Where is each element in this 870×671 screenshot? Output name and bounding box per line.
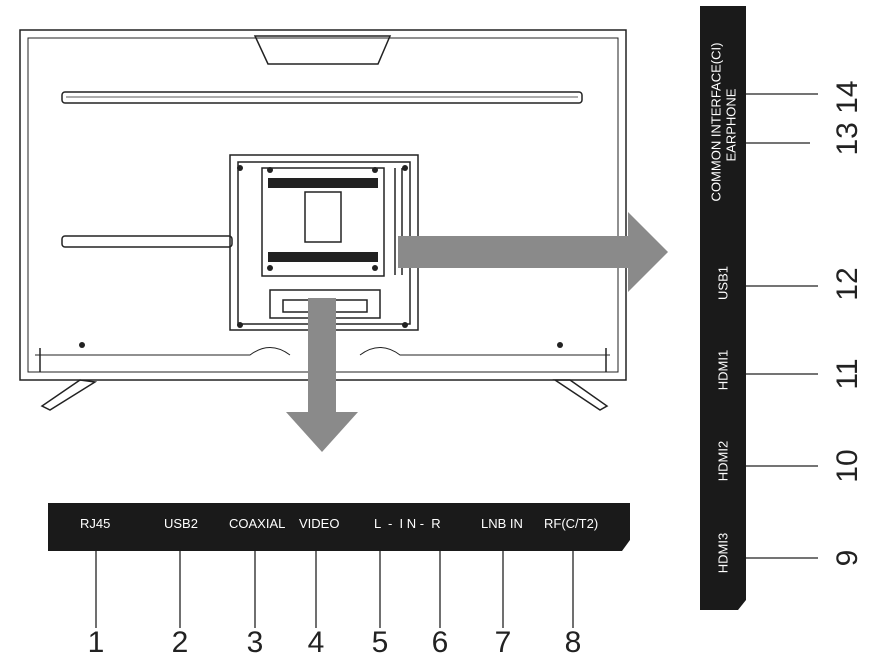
callout-4: 4	[307, 626, 325, 659]
callout-2: 2	[171, 626, 189, 659]
callout-5: 5	[371, 626, 389, 659]
callout-10: 10	[831, 449, 864, 483]
top-notch	[253, 35, 392, 65]
callout-3: 3	[246, 626, 264, 659]
callout-8: 8	[564, 626, 582, 659]
label-rf: RF(C/T2)	[544, 516, 599, 531]
side-connector-panel	[700, 6, 746, 610]
arrow-down-icon	[286, 298, 358, 452]
label-hdmi1: HDMI1	[715, 349, 731, 391]
label-lnb-in: LNB IN	[481, 516, 523, 531]
callout-9: 9	[831, 549, 864, 567]
callout-6: 6	[431, 626, 449, 659]
bottom-connector-panel	[48, 503, 630, 551]
label-hdmi3: HDMI3	[715, 532, 731, 574]
arrow-right-icon	[398, 212, 668, 292]
connection-panel	[229, 154, 419, 331]
label-audio-in: L - I N - R	[374, 516, 441, 531]
label-usb2: USB2	[164, 516, 198, 531]
callout-7: 7	[494, 626, 512, 659]
right-stand	[552, 379, 609, 411]
label-coaxial: COAXIAL	[229, 516, 286, 531]
callout-1: 1	[87, 626, 105, 659]
label-rj45: RJ45	[80, 516, 111, 531]
label-earphone: EARPHONE	[723, 88, 739, 162]
left-stand	[40, 379, 98, 411]
callout-13-14: 13 14	[831, 80, 864, 156]
label-common-interface: COMMON INTERFACE(CI)	[708, 42, 724, 202]
callout-11: 11	[831, 358, 864, 390]
label-video: VIDEO	[299, 516, 340, 531]
label-usb1: USB1	[715, 266, 731, 300]
callout-12: 12	[831, 267, 864, 301]
label-hdmi2: HDMI2	[715, 440, 731, 482]
